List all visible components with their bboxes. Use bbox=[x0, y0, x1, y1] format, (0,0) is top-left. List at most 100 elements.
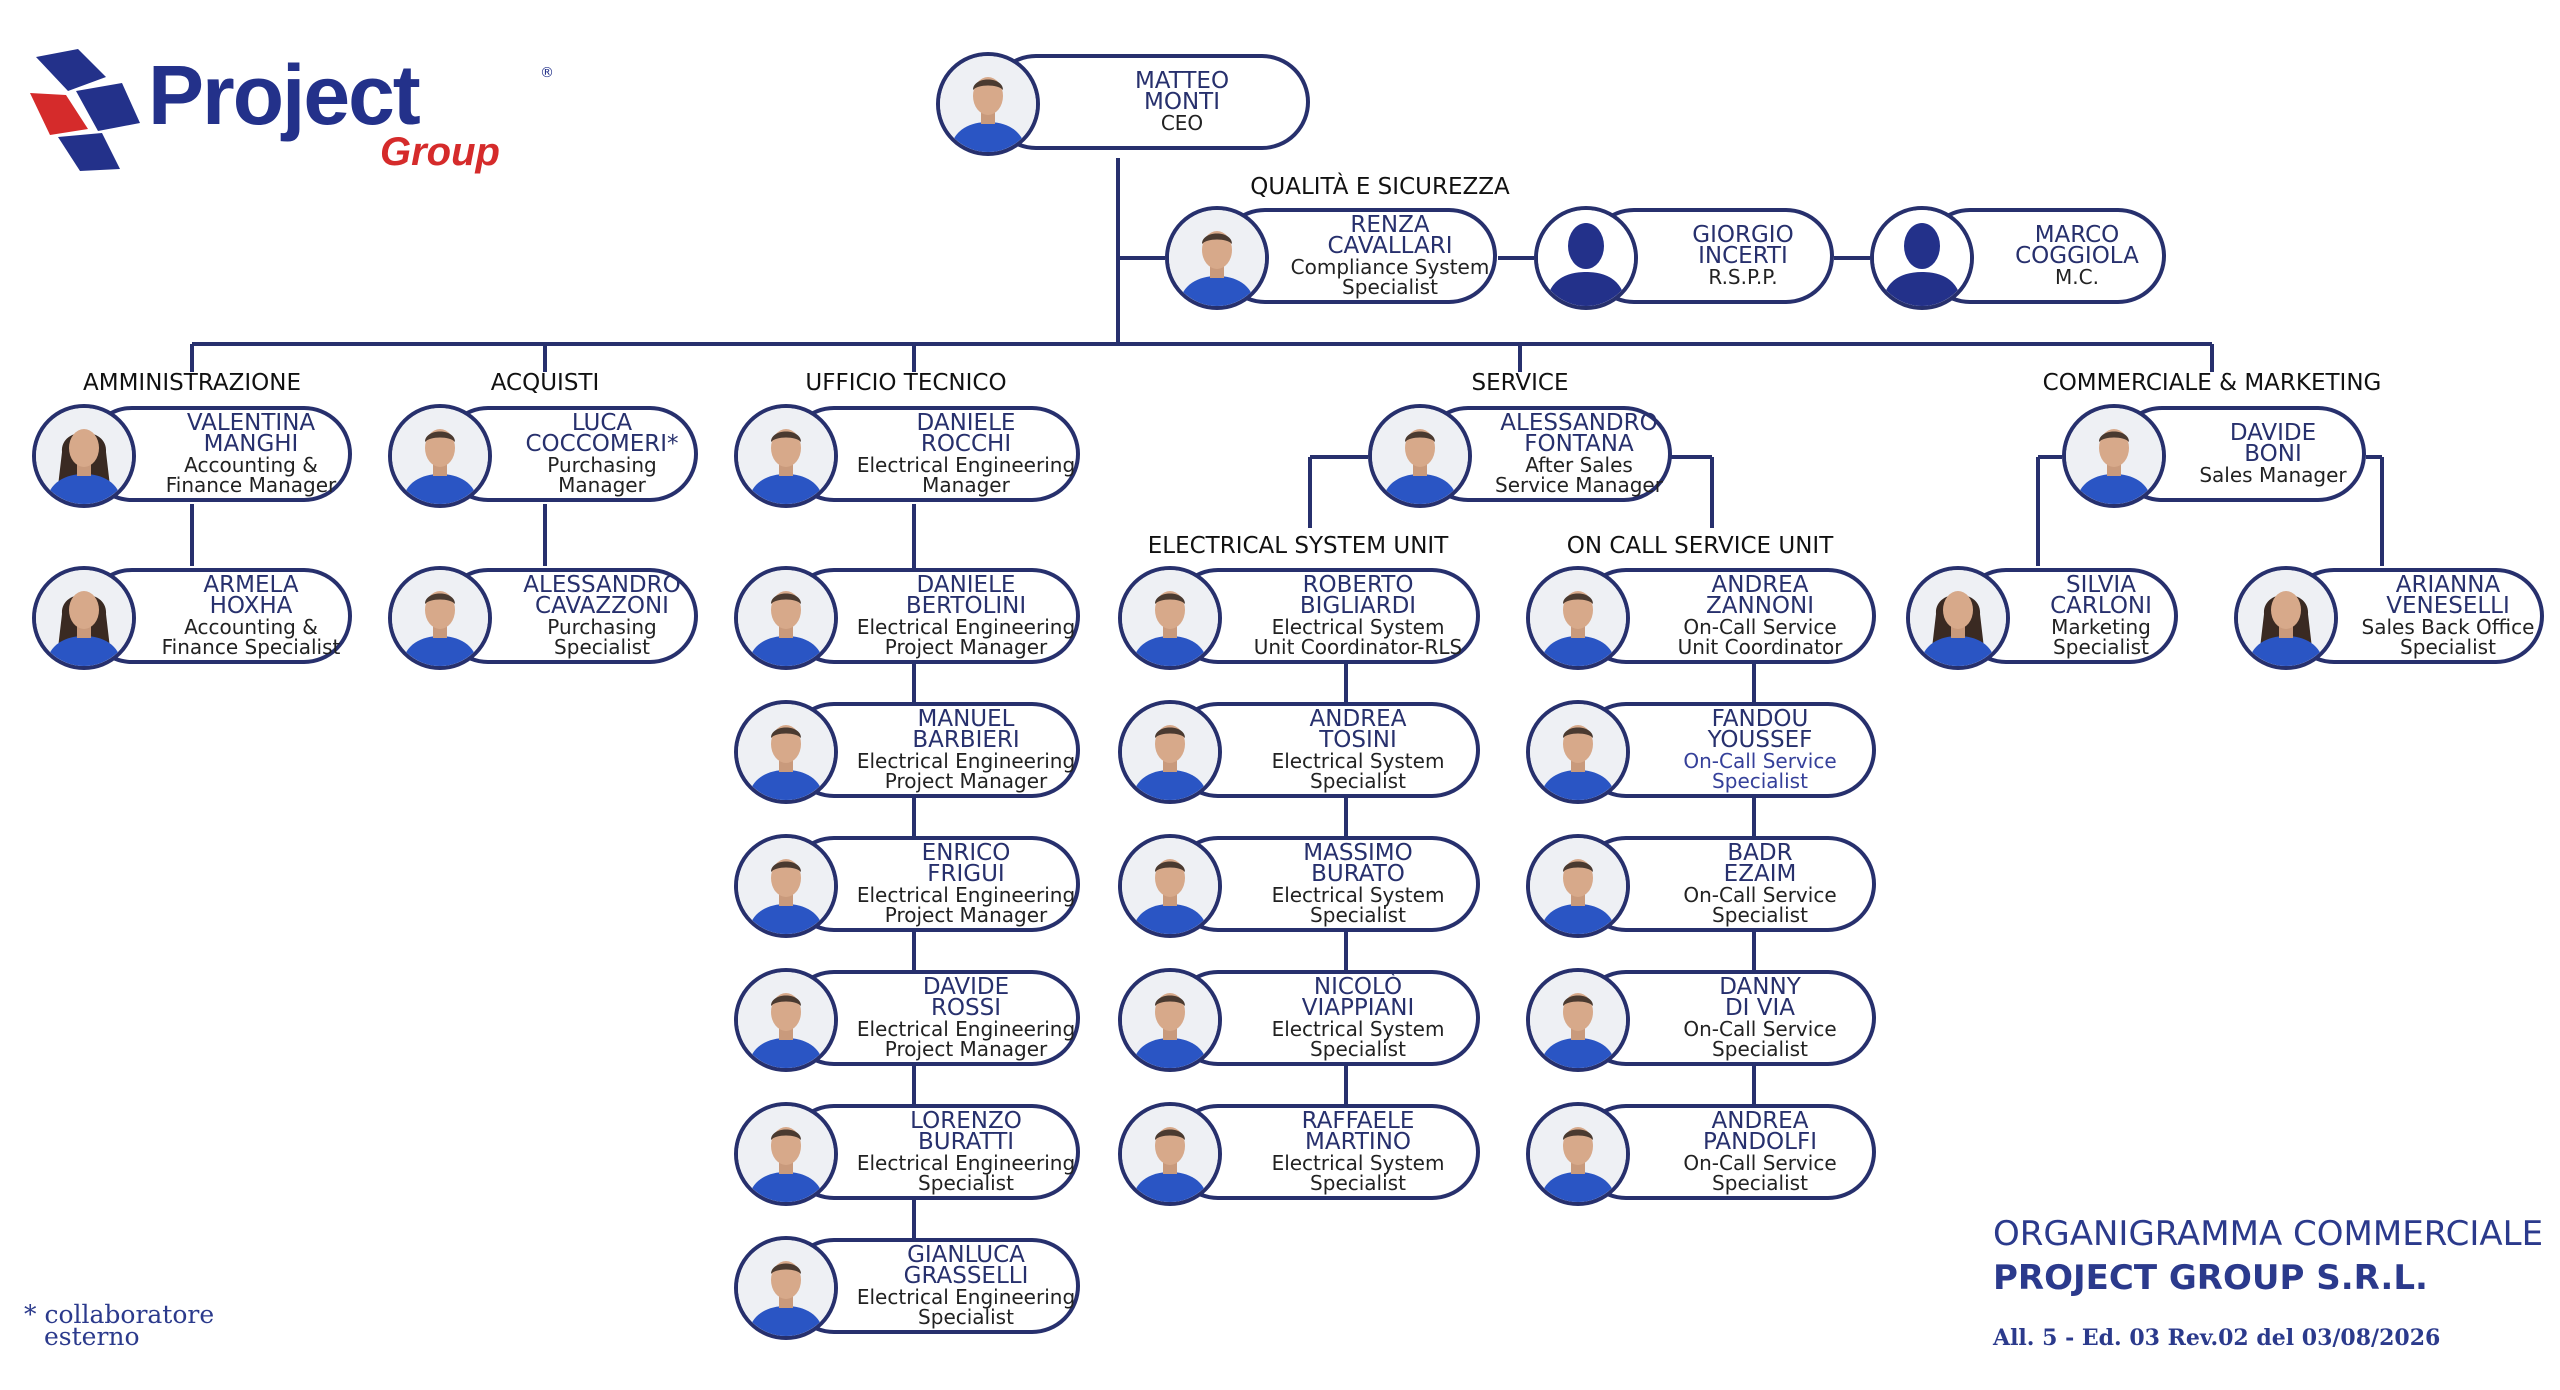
person-last-name: MANGHI bbox=[203, 431, 299, 457]
logo-registered-mark: ® bbox=[540, 65, 554, 81]
person-role-line: Specialist bbox=[2400, 635, 2496, 659]
person-first-name: ALESSANDRO bbox=[523, 572, 681, 598]
person-role-line: Specialist bbox=[918, 1305, 1014, 1329]
avatar-placeholder-icon bbox=[1534, 206, 1638, 310]
person-first-name: GIANLUCA bbox=[907, 1242, 1025, 1268]
person-role-line: Electrical System bbox=[1271, 1017, 1445, 1041]
person-role-line: Electrical Engineering bbox=[856, 453, 1076, 477]
person-last-name: HOXHA bbox=[209, 593, 293, 619]
person-last-name: PANDOLFI bbox=[1703, 1129, 1817, 1155]
footnote-line-1: * collaboratore bbox=[24, 1300, 215, 1329]
avatar bbox=[1118, 566, 1222, 670]
person-first-name: ROBERTO bbox=[1302, 572, 1414, 598]
person-role-line: Specialist bbox=[1310, 903, 1406, 927]
person-role-line: Unit Coordinator bbox=[1677, 635, 1843, 659]
person-first-name: ARIANNA bbox=[2395, 572, 2501, 598]
person-last-name: ROSSI bbox=[930, 995, 1002, 1021]
person-role-line: Specialist bbox=[2053, 635, 2149, 659]
avatar bbox=[2234, 566, 2338, 670]
footnote-line-2: esterno bbox=[44, 1322, 140, 1351]
avatar bbox=[1165, 206, 1269, 310]
avatar bbox=[1526, 700, 1630, 804]
person-first-name: RENZA bbox=[1350, 212, 1430, 238]
person-first-name: FANDOU bbox=[1711, 706, 1809, 732]
avatar bbox=[32, 404, 136, 508]
person-role-line: On-Call Service bbox=[1683, 1151, 1837, 1175]
person-last-name: FONTANA bbox=[1524, 431, 1634, 457]
person-role-line: Electrical Engineering bbox=[856, 1151, 1076, 1175]
person-role-line: Specialist bbox=[918, 1171, 1014, 1195]
label-on-call-service-unit: ON CALL SERVICE UNIT bbox=[1566, 533, 1834, 559]
avatar bbox=[1526, 1102, 1630, 1206]
person-role-line: Project Manager bbox=[884, 1037, 1048, 1061]
person-first-name: MATTEO bbox=[1134, 68, 1230, 94]
person-last-name: TOSINI bbox=[1319, 727, 1397, 753]
logo-wordmark: Project bbox=[148, 48, 421, 142]
person-role-line: Service Manager bbox=[1495, 473, 1663, 497]
avatar bbox=[734, 968, 838, 1072]
avatar bbox=[1526, 968, 1630, 1072]
footnote: * collaboratore esterno bbox=[24, 1300, 215, 1351]
avatar bbox=[1118, 1102, 1222, 1206]
avatar bbox=[1118, 968, 1222, 1072]
person-role-line: On-Call Service bbox=[1683, 883, 1837, 907]
person-role-line: Electrical System bbox=[1271, 1151, 1445, 1175]
person-role-line: M.C. bbox=[2055, 265, 2099, 289]
person-role-line: Sales Back Office bbox=[2361, 615, 2535, 639]
person-last-name: BARBIERI bbox=[912, 727, 1020, 753]
person-last-name: YOUSSEF bbox=[1707, 727, 1813, 753]
label-qualita: QUALITÀ E SICUREZZA bbox=[1250, 174, 1510, 200]
person-first-name: ALESSANDRO bbox=[1500, 410, 1658, 436]
label-commerciale-marketing: COMMERCIALE & MARKETING bbox=[2042, 370, 2382, 396]
person-role-line: Electrical System bbox=[1271, 615, 1445, 639]
avatar bbox=[1118, 700, 1222, 804]
person-last-name: BIGLIARDI bbox=[1299, 593, 1417, 619]
person-last-name: INCERTI bbox=[1698, 243, 1788, 269]
person-role-line: Specialist bbox=[1712, 769, 1808, 793]
person-last-name: MARTINO bbox=[1304, 1129, 1412, 1155]
person-role-line: Specialist bbox=[1712, 903, 1808, 927]
person-last-name: COGGIOLA bbox=[2015, 243, 2139, 269]
person-role-line: On-Call Service bbox=[1683, 1017, 1837, 1041]
avatar bbox=[734, 566, 838, 670]
person-role-line: Electrical System bbox=[1271, 883, 1445, 907]
person-first-name: MARCO bbox=[2034, 222, 2120, 248]
person-last-name: COCCOMERI* bbox=[525, 431, 679, 457]
person-role-line: Project Manager bbox=[884, 903, 1048, 927]
person-role-line: Specialist bbox=[1310, 1171, 1406, 1195]
person-role-line: Unit Coordinator-RLS bbox=[1253, 635, 1463, 659]
person-role-line: Electrical Engineering bbox=[856, 883, 1076, 907]
person-first-name: SILVIA bbox=[2066, 572, 2136, 598]
person-last-name: GRASSELLI bbox=[903, 1263, 1029, 1289]
person-role-line: Electrical Engineering bbox=[856, 615, 1076, 639]
person-role-line: On-Call Service bbox=[1683, 749, 1837, 773]
